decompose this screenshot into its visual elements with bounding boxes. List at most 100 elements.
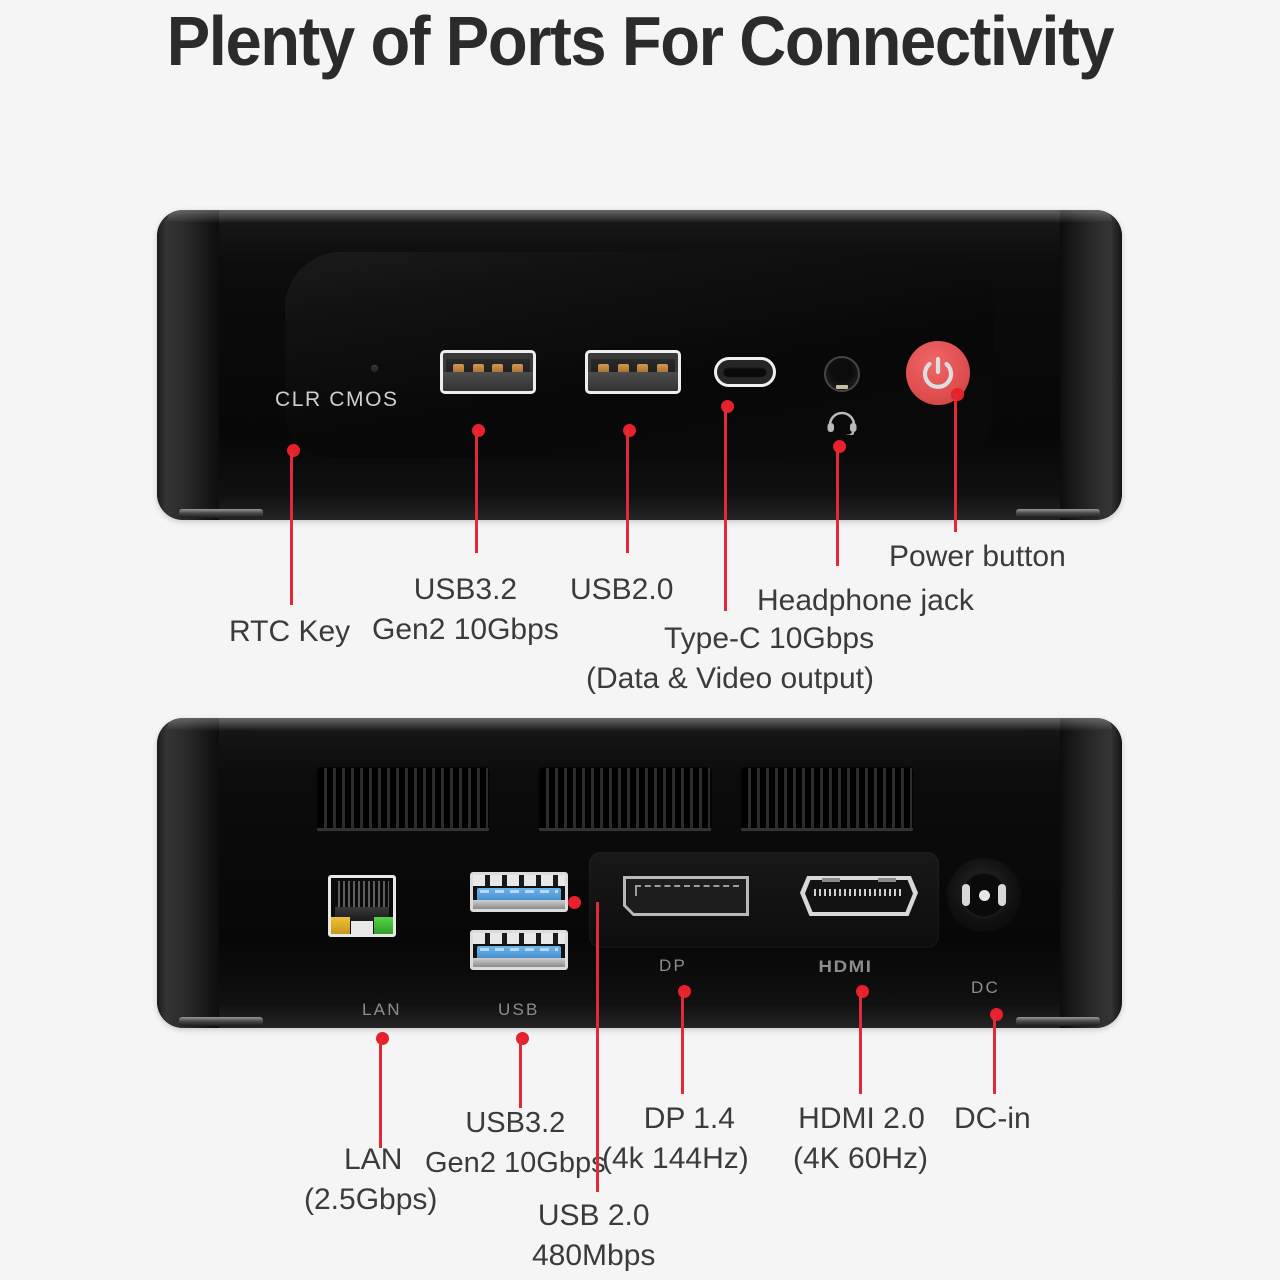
vent-left (315, 766, 491, 832)
type-c-port[interactable] (714, 357, 776, 387)
callout-dot-type-c (721, 400, 734, 413)
callout-text: Gen2 10Gbps (425, 1147, 606, 1179)
dc-arc-left (962, 884, 970, 906)
callout-line-usb32 (475, 430, 478, 553)
callout-dot-usb32-rear (516, 1032, 529, 1045)
callout-dot-usb32 (472, 424, 485, 437)
callout-usb32-gen2: USB3.2 Gen2 10Gbps (372, 570, 559, 650)
callout-line-dc-in (993, 1014, 996, 1094)
hdmi-tab-left (822, 878, 840, 882)
usb3-notch (473, 933, 565, 944)
displayport-port[interactable] (623, 876, 749, 916)
callout-text: USB 2.0 (537, 1199, 650, 1232)
callout-line-usb20-rear (596, 902, 599, 1192)
device-left-cap (157, 718, 219, 1028)
hdmi-port[interactable] (800, 876, 918, 916)
callout-usb32-rear: USB3.2 Gen2 10Gbps (425, 1103, 606, 1183)
callout-line-type-c (724, 406, 727, 611)
callout-type-c: Type-C 10Gbps (Data & Video output) (586, 619, 875, 699)
callout-headphone-jack: Headphone jack (757, 581, 974, 621)
vent-slats (318, 768, 488, 828)
callout-line-rtc-key (290, 450, 293, 605)
usb-tongue (446, 359, 530, 376)
dp-inner (626, 879, 746, 913)
headset-icon (822, 405, 862, 438)
lan-port[interactable] (328, 875, 396, 937)
headphone-jack-port[interactable] (824, 356, 860, 392)
device-foot-left (179, 1017, 263, 1026)
dc-in-port[interactable] (947, 858, 1021, 932)
callout-line-power (954, 394, 957, 532)
usb-lower-body (443, 372, 533, 391)
lan-latch (351, 921, 373, 934)
device-rear-view: LAN (157, 718, 1122, 1028)
callout-dot-lan (376, 1032, 389, 1045)
callout-dp14: DP 1.4 (4k 144Hz) (602, 1099, 749, 1179)
callout-dot-dp (678, 985, 691, 998)
callout-dc-in: DC-in (954, 1099, 1031, 1139)
usb3-base (473, 958, 565, 967)
silk-label-dc: DC (971, 978, 1000, 997)
callout-text: USB2.0 (570, 573, 674, 606)
silk-label-hdmi: HDMI (818, 957, 873, 976)
callout-line-dp (681, 991, 684, 1094)
callout-text: (4k 144Hz) (602, 1142, 749, 1175)
callout-line-headphone (836, 446, 839, 566)
lan-grill (335, 881, 389, 907)
usb-a-port-1[interactable] (440, 350, 536, 394)
callout-text: Headphone jack (757, 584, 974, 617)
callout-dot-usb20-rear (568, 896, 581, 909)
callout-line-lan (379, 1038, 382, 1148)
vent-right (739, 766, 915, 832)
usb-tongue (591, 359, 675, 376)
callout-usb20-rear: USB 2.0 480Mbps (532, 1196, 655, 1276)
hdmi-tab-right (878, 878, 896, 882)
callout-text: USB3.2 (413, 573, 518, 606)
dc-center-pin (979, 890, 990, 901)
usb-a-port-2[interactable] (585, 350, 681, 394)
device-top-highlight (167, 718, 1112, 731)
device-foot-left (179, 509, 263, 518)
callout-text: Type-C 10Gbps (664, 622, 875, 655)
rtc-key-pinhole[interactable] (371, 365, 378, 372)
callout-text: HDMI 2.0 (798, 1102, 925, 1135)
callout-text: LAN (344, 1143, 403, 1176)
silk-label-lan: LAN (362, 1000, 402, 1019)
lan-led-amber (331, 917, 350, 934)
callout-line-usb20 (626, 430, 629, 553)
dc-arc-right (998, 884, 1006, 906)
callout-text: RTC Key (229, 615, 351, 648)
clr-cmos-label: CLR CMOS (275, 388, 399, 411)
lan-led-green (374, 917, 393, 934)
device-front-view: CLR CMOS (157, 210, 1122, 520)
callout-usb20: USB2.0 (570, 570, 673, 610)
callout-text: (4K 60Hz) (793, 1142, 929, 1175)
callout-text: DC-in (954, 1102, 1031, 1135)
callout-text: 480Mbps (532, 1239, 656, 1272)
callout-text: Gen2 10Gbps (372, 613, 559, 646)
vent-slats (742, 768, 912, 828)
hdmi-inner (805, 880, 913, 912)
callout-dot-power (951, 388, 964, 401)
device-foot-right (1016, 1017, 1100, 1026)
usb-lower-body (588, 372, 678, 391)
usb3-base (473, 900, 565, 909)
lan-leds (331, 916, 393, 934)
hdmi-pins (814, 889, 904, 896)
power-icon (922, 356, 954, 389)
usb3-port-top[interactable] (470, 872, 568, 912)
usb3-notch (473, 875, 565, 886)
callout-dot-usb20 (623, 424, 636, 437)
vent-center (537, 766, 713, 832)
callout-dot-rtc-key (287, 444, 300, 457)
callout-text: (Data & Video output) (586, 662, 874, 695)
usb-contacts (453, 364, 523, 374)
usb3-port-bottom[interactable] (470, 930, 568, 970)
callout-lan: LAN (2.5Gbps) (304, 1140, 437, 1220)
callout-text: DP 1.4 (643, 1102, 735, 1135)
callout-dot-headphone (833, 440, 846, 453)
usb-contacts (598, 364, 668, 374)
device-left-cap (157, 210, 219, 520)
callout-text: (2.5Gbps) (304, 1183, 438, 1216)
callout-text: Power button (889, 540, 1066, 573)
